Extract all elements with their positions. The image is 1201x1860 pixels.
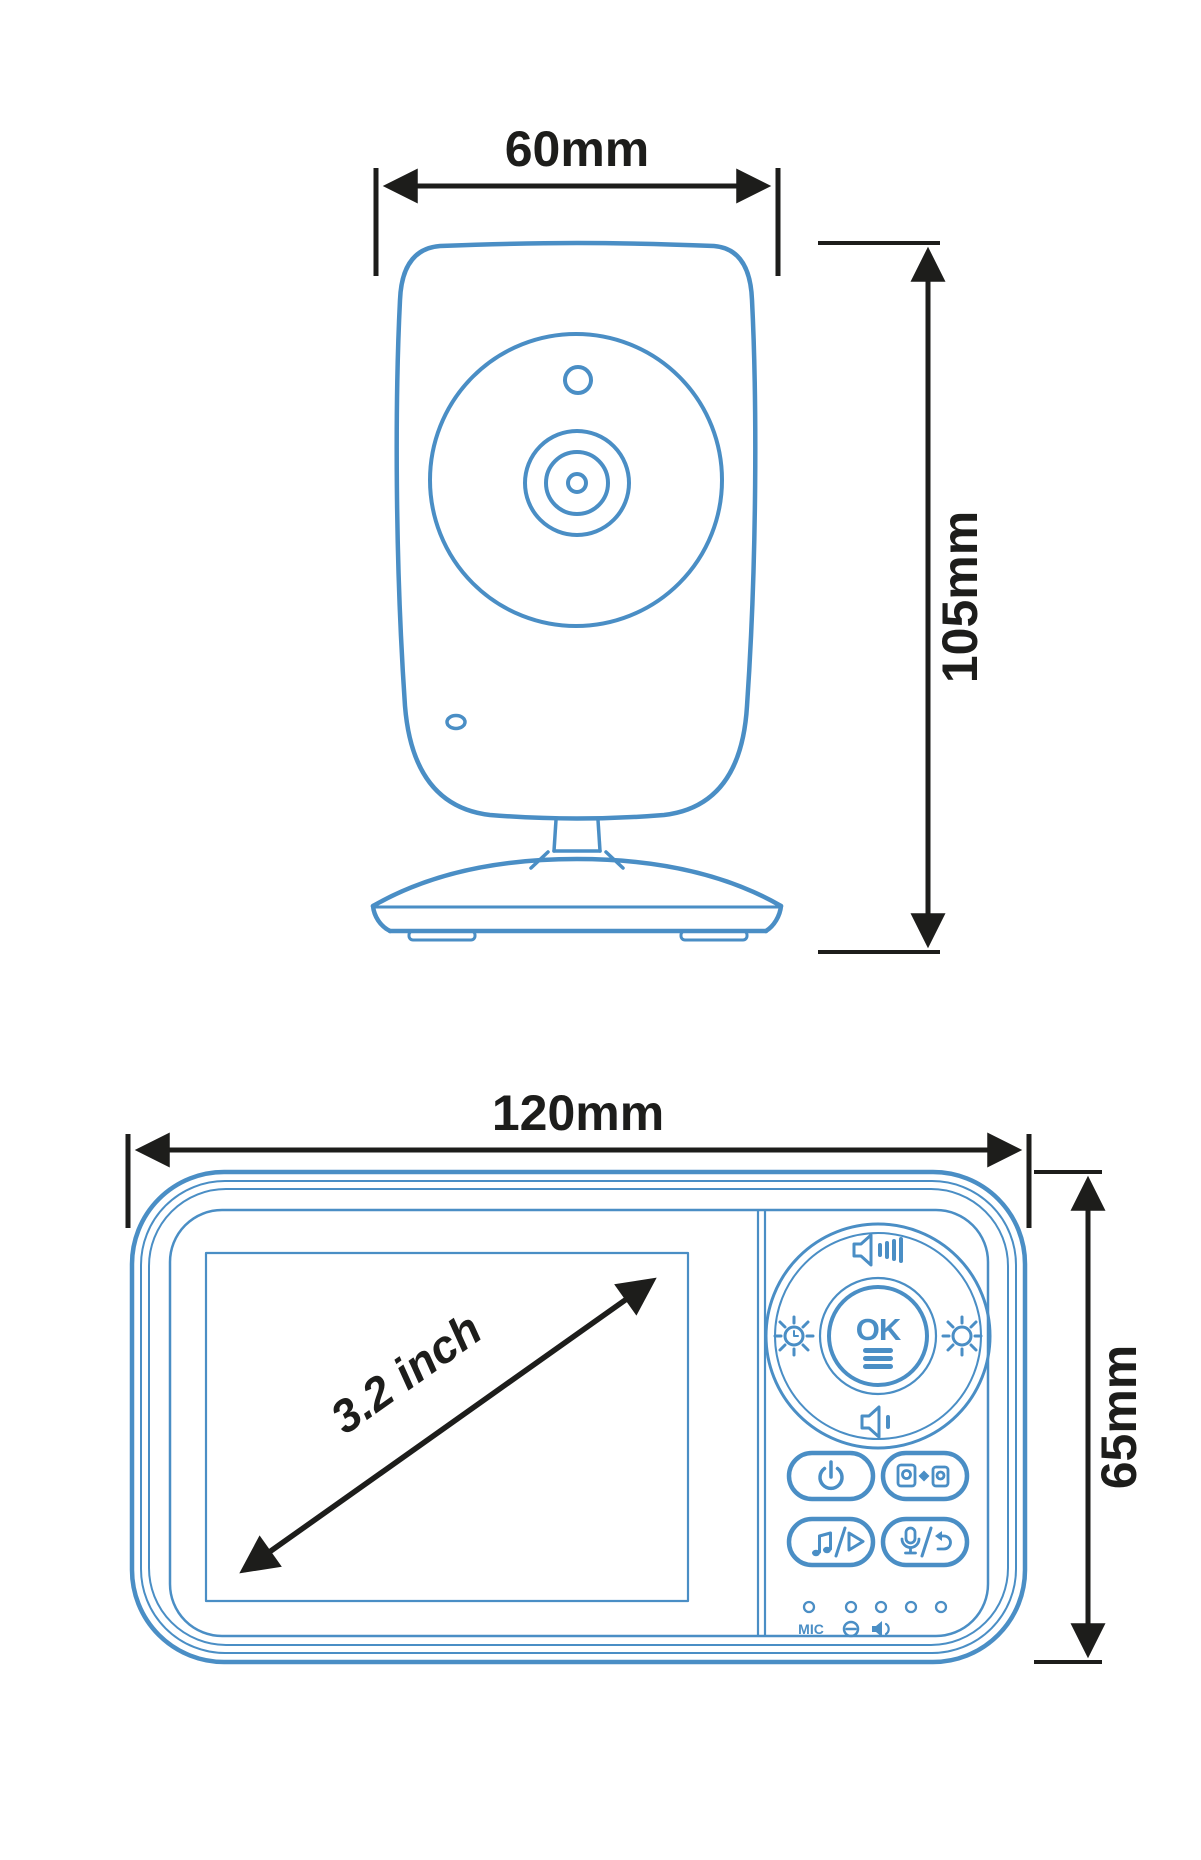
led (934, 1600, 948, 1614)
monitor-shell-outer (129, 1169, 1028, 1665)
ok-label: OK (856, 1312, 902, 1347)
dpad: OK (764, 1222, 992, 1450)
led (904, 1600, 918, 1614)
monitor-dimension-height: 65mm (1034, 1170, 1147, 1664)
music-play-icon (812, 1526, 865, 1558)
monitor-front-view: 3.2 inch OK (129, 1169, 1028, 1665)
camera-stand-base (370, 856, 784, 942)
talkback-button (880, 1516, 970, 1568)
monitor-height-label: 65mm (1091, 1345, 1147, 1490)
camera-lens-outer-ring (523, 429, 631, 537)
minus-circle-icon (842, 1620, 860, 1638)
light-sensor-icon (563, 365, 593, 395)
monitor-width-label: 120mm (492, 1085, 664, 1141)
indicator-leds (802, 1600, 948, 1614)
led (844, 1600, 858, 1614)
volume-up-icon (852, 1233, 903, 1267)
camera-mic-hole (445, 713, 467, 731)
monitor-face-plate (168, 1208, 990, 1638)
monitor-shell-inner (148, 1188, 1009, 1646)
camera-dimension-height: 105mm (818, 241, 988, 954)
menu-lines-icon (863, 1348, 893, 1369)
camera-height-label: 105mm (932, 511, 988, 683)
power-icon (818, 1460, 844, 1491)
camera-dimension-width: 60mm (373, 121, 781, 276)
led (802, 1600, 816, 1614)
mic-label: MIC (798, 1621, 824, 1637)
volume-down-icon (860, 1405, 890, 1439)
indicator-labels: MIC (798, 1620, 890, 1638)
camera-lens-center (566, 472, 588, 494)
led (874, 1600, 888, 1614)
camera-body (394, 240, 758, 821)
screen-diagonal-annotation: 3.2 inch (239, 1277, 657, 1574)
monitor-screen (204, 1251, 690, 1603)
camera-width-label: 60mm (505, 121, 650, 177)
camera-lens-inner-ring (544, 450, 610, 516)
camera-switch-button (880, 1450, 970, 1502)
screen-diagonal-label: 3.2 inch (321, 1302, 491, 1443)
ok-button (827, 1285, 929, 1387)
diagonal-arrow (239, 1277, 657, 1574)
ok-button-outer (818, 1276, 938, 1396)
music-play-button (786, 1516, 876, 1568)
function-buttons (786, 1450, 970, 1568)
monitor-dimension-width: 120mm (125, 1085, 1032, 1228)
dpad-outer-ring (764, 1222, 992, 1450)
brightness-left-icon (773, 1315, 815, 1357)
power-button (786, 1450, 876, 1502)
camera-lens-face (428, 332, 724, 628)
monitor-shell-mid (140, 1180, 1017, 1654)
mic-talk-icon (900, 1526, 952, 1558)
speaker-icon (872, 1621, 890, 1637)
brightness-right-icon (941, 1315, 983, 1357)
camera-pair-icon (896, 1463, 950, 1488)
camera-front-view (370, 240, 784, 942)
